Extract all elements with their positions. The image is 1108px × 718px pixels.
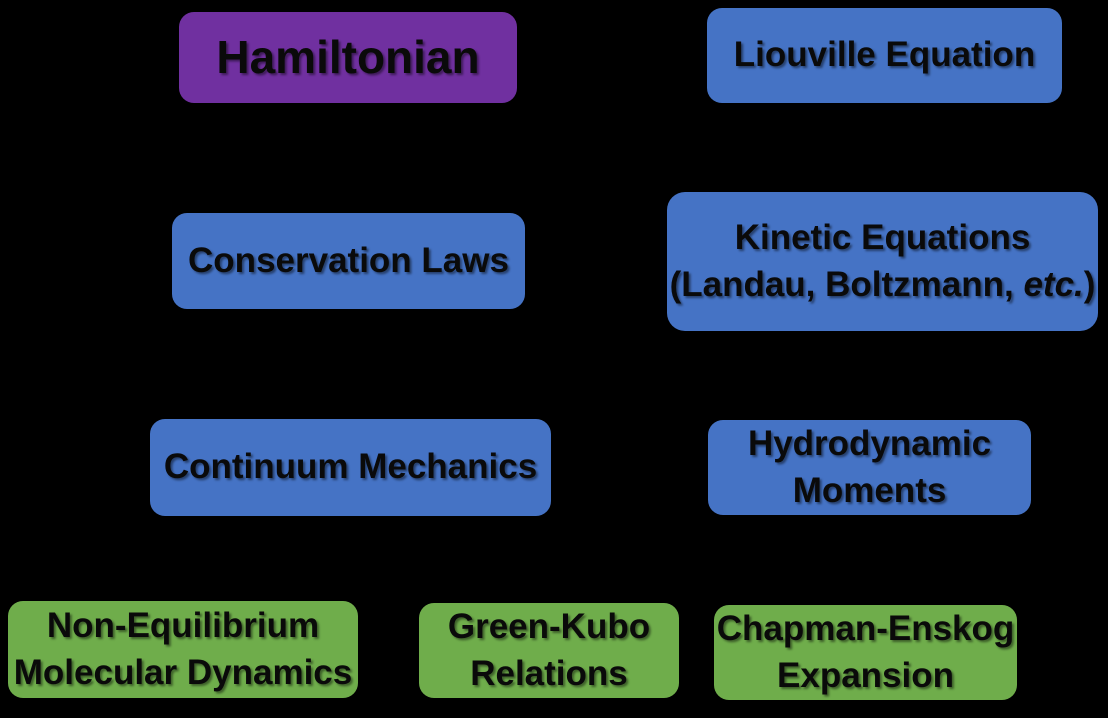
box-liouville-equation-label: Liouville Equation: [733, 35, 1036, 75]
box-green-kubo-relations: Green-Kubo Relations: [419, 603, 679, 698]
box-kinetic-equations: Kinetic Equations (Landau, Boltzmann, et…: [667, 192, 1098, 331]
box-nemd-line2: Molecular Dynamics: [13, 652, 353, 692]
box-hamiltonian: Hamiltonian: [179, 12, 517, 103]
box-green-kubo-line1: Green-Kubo: [447, 607, 651, 647]
box-continuum-mechanics: Continuum Mechanics: [150, 419, 551, 516]
box-nemd-line1: Non-Equilibrium: [46, 606, 320, 646]
box-kinetic-equations-line2: (Landau, Boltzmann, etc.): [670, 262, 1096, 308]
box-kinetic-equations-label: Kinetic Equations (Landau, Boltzmann, et…: [670, 215, 1096, 307]
box-hydrodynamic-moments: Hydrodynamic Moments: [708, 420, 1031, 515]
box-hydrodynamic-moments-line2: Moments: [792, 470, 947, 510]
box-nemd-label: Non-Equilibrium Molecular Dynamics: [14, 603, 352, 695]
box-liouville-equation: Liouville Equation: [707, 8, 1062, 103]
box-green-kubo-label: Green-Kubo Relations: [448, 604, 650, 696]
box-conservation-laws: Conservation Laws: [172, 213, 525, 309]
box-hamiltonian-label: Hamiltonian: [216, 31, 480, 84]
box-chapman-enskog-expansion: Chapman-Enskog Expansion: [714, 605, 1017, 700]
box-kinetic-equations-line2-etc: etc.: [1023, 264, 1084, 304]
box-hydrodynamic-moments-label: Hydrodynamic Moments: [748, 421, 991, 513]
box-hydrodynamic-moments-line1: Hydrodynamic: [747, 424, 992, 464]
box-kinetic-equations-line2-prefix: (Landau, Boltzmann,: [669, 264, 1024, 304]
box-green-kubo-line2: Relations: [470, 653, 628, 693]
box-non-equilibrium-molecular-dynamics: Non-Equilibrium Molecular Dynamics: [8, 601, 358, 698]
box-kinetic-equations-line2-suffix: ): [1083, 264, 1096, 304]
box-chapman-enskog-line2: Expansion: [777, 655, 954, 695]
box-chapman-enskog-line1: Chapman-Enskog: [716, 609, 1015, 649]
box-chapman-enskog-label: Chapman-Enskog Expansion: [717, 606, 1015, 698]
box-kinetic-equations-line1: Kinetic Equations: [734, 218, 1031, 258]
box-continuum-mechanics-label: Continuum Mechanics: [163, 447, 538, 487]
box-conservation-laws-label: Conservation Laws: [188, 240, 509, 280]
